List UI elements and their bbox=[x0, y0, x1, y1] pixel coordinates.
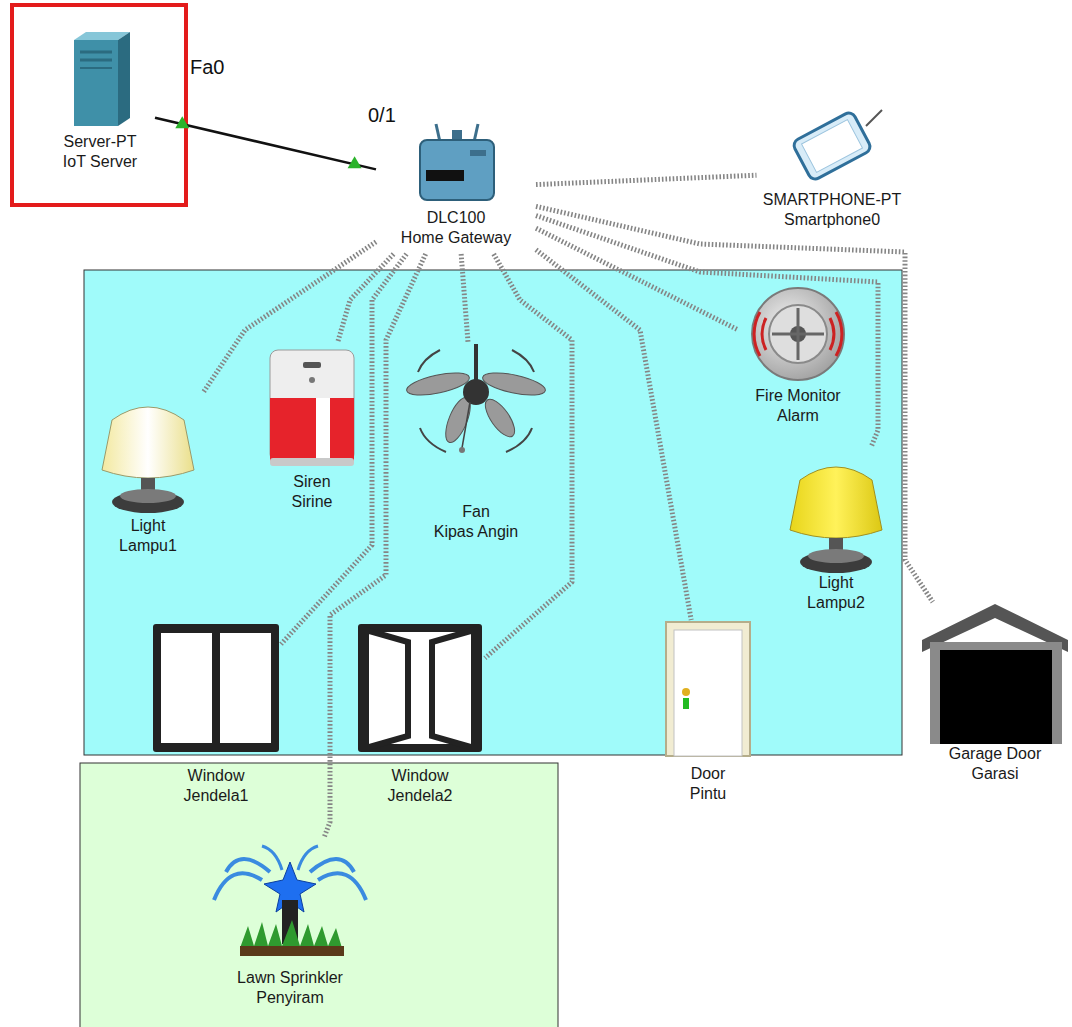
device-type: Lawn Sprinkler bbox=[237, 968, 343, 988]
device-type: Server-PT bbox=[64, 132, 137, 152]
device-node: Garage DoorGarasi bbox=[925, 602, 1065, 790]
device-name: Jendela1 bbox=[184, 786, 249, 806]
device-node: WindowJendela2 bbox=[355, 618, 485, 812]
device-name: Smartphone0 bbox=[784, 210, 880, 230]
device-name: Lampu1 bbox=[119, 536, 177, 556]
device-name: Alarm bbox=[777, 406, 819, 426]
device-type: Door bbox=[691, 764, 726, 784]
device-node: WindowJendela1 bbox=[151, 618, 281, 812]
wireless-link bbox=[536, 206, 933, 602]
device-type: Fan bbox=[462, 502, 490, 522]
device-type: Light bbox=[819, 573, 854, 593]
siren-icon bbox=[270, 350, 354, 466]
device-node: DLC100Home Gateway bbox=[376, 122, 536, 254]
window-icon bbox=[358, 624, 482, 752]
lamp-icon bbox=[790, 467, 882, 573]
device-type: SMARTPHONE-PT bbox=[763, 190, 901, 210]
device-node: FanKipas Angin bbox=[396, 342, 556, 548]
device-name: Kipas Angin bbox=[434, 522, 519, 542]
garage-icon bbox=[922, 604, 1068, 744]
wireless-link bbox=[536, 228, 738, 330]
port-status-mark bbox=[175, 116, 189, 128]
device-node: Server-PTIoT Server bbox=[45, 32, 155, 178]
device-name: Home Gateway bbox=[401, 228, 511, 248]
device-name: Pintu bbox=[690, 784, 726, 804]
fire-monitor-icon bbox=[752, 288, 844, 380]
wireless-link bbox=[281, 254, 407, 644]
gateway-icon bbox=[420, 124, 494, 200]
device-type: Fire Monitor bbox=[755, 386, 840, 406]
port-label: Fa0 bbox=[190, 56, 224, 78]
lamp-icon bbox=[102, 407, 194, 513]
device-node: Fire MonitorAlarm bbox=[738, 288, 858, 432]
highlight-frame bbox=[12, 5, 186, 205]
device-type: Window bbox=[392, 766, 449, 786]
ethernet-link bbox=[155, 118, 376, 170]
device-node: SMARTPHONE-PTSmartphone0 bbox=[757, 108, 908, 236]
device-type: Light bbox=[131, 516, 166, 536]
wireless-link bbox=[536, 250, 691, 620]
server-icon bbox=[74, 32, 130, 126]
garden-area bbox=[80, 763, 558, 1027]
device-type: Siren bbox=[293, 472, 330, 492]
device-name: Lampu2 bbox=[807, 593, 865, 613]
sprinkler-icon bbox=[214, 846, 366, 956]
wireless-link bbox=[203, 242, 376, 393]
device-name: Jendela2 bbox=[388, 786, 453, 806]
device-type: Garage Door bbox=[949, 744, 1042, 764]
device-node: SirenSirine bbox=[262, 342, 362, 518]
wireless-link bbox=[536, 175, 757, 184]
window-icon bbox=[153, 624, 279, 752]
port-label: 0/1 bbox=[368, 104, 396, 126]
wireless-link bbox=[338, 254, 394, 342]
wireless-link bbox=[324, 254, 426, 838]
wireless-link bbox=[536, 216, 878, 447]
port-status-mark bbox=[348, 156, 362, 168]
device-node: Lawn SprinklerPenyiram bbox=[210, 838, 370, 1014]
device-name: Garasi bbox=[971, 764, 1018, 784]
device-node: DoorPintu bbox=[663, 620, 753, 810]
device-name: Penyiram bbox=[256, 988, 324, 1008]
door-icon bbox=[666, 622, 750, 756]
smartphone-icon bbox=[792, 110, 882, 181]
device-node: LightLampu1 bbox=[93, 388, 203, 562]
device-type: DLC100 bbox=[427, 208, 486, 228]
fan-icon bbox=[405, 344, 547, 453]
house-area bbox=[84, 270, 902, 755]
device-type: Window bbox=[188, 766, 245, 786]
device-name: Sirine bbox=[292, 492, 333, 512]
device-name: IoT Server bbox=[63, 152, 137, 172]
wireless-link bbox=[461, 254, 468, 342]
device-node: LightLampu2 bbox=[786, 447, 886, 619]
wireless-link bbox=[485, 254, 572, 658]
